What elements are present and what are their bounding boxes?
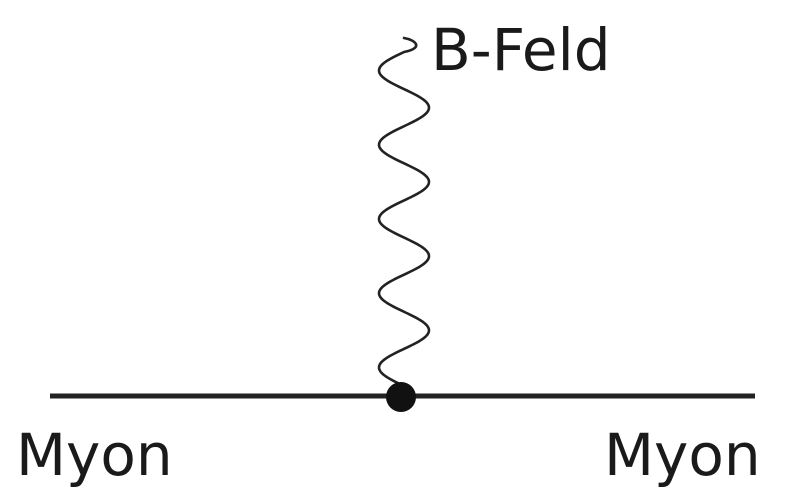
outgoing-muon-label: Myon bbox=[604, 421, 761, 489]
incoming-muon-label: Myon bbox=[16, 421, 173, 489]
interaction-vertex bbox=[386, 382, 416, 412]
field-wavy-line bbox=[377, 36, 431, 388]
field-label: B-Feld bbox=[431, 16, 611, 84]
